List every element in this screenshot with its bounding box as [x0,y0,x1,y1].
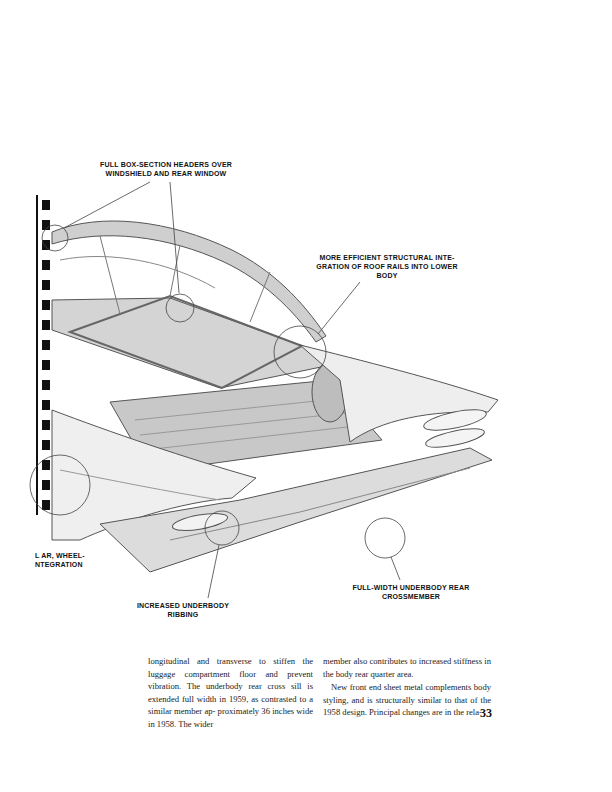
callout-leaders [30,182,405,598]
callout-label: L AR, WHEEL- NTEGRATION [33,551,95,569]
page-number: 33 [480,706,510,721]
callout-label: MORE EFFICIENT STRUCTURAL INTE- GRATION … [306,253,468,280]
body-paragraph: member also contributes to increased sti… [323,655,491,680]
body-paragraph: New front end sheet metal complements bo… [323,681,491,719]
callout-label: INCREASED UNDERBODY RIBBING [122,601,244,619]
body-paragraph: longitudinal and transverse to stiffen t… [148,655,313,731]
callout-label: FULL-WIDTH UNDERBODY REAR CROSSMEMBER [338,583,484,601]
callout-label: FULL BOX-SECTION HEADERS OVER WINDSHIELD… [80,160,252,178]
body-shell [52,221,498,572]
